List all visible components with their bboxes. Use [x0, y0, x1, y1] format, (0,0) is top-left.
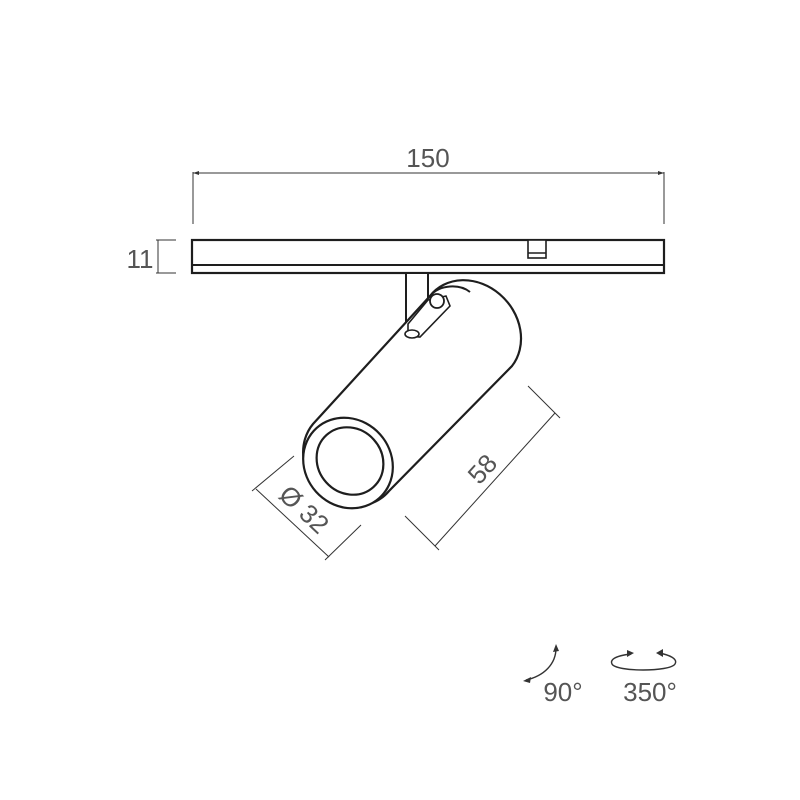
spotlight-cylinder — [302, 279, 523, 510]
track-rail — [190, 238, 666, 275]
tilt-arrow-icon — [525, 647, 557, 681]
rail-connector — [527, 239, 547, 259]
length-label: 58 — [461, 448, 503, 490]
pan-label: 350° — [623, 677, 677, 707]
tilt-label: 90° — [543, 677, 582, 707]
width-dimension: 150 — [192, 143, 665, 224]
height-label: 11 — [127, 244, 154, 274]
pan-rotation-indicator: 350° — [610, 649, 677, 707]
width-label: 150 — [406, 143, 449, 173]
pan-arrow-icon — [610, 652, 677, 671]
tilt-rotation-indicator: 90° — [523, 644, 583, 707]
height-dimension: 11 — [127, 239, 176, 274]
